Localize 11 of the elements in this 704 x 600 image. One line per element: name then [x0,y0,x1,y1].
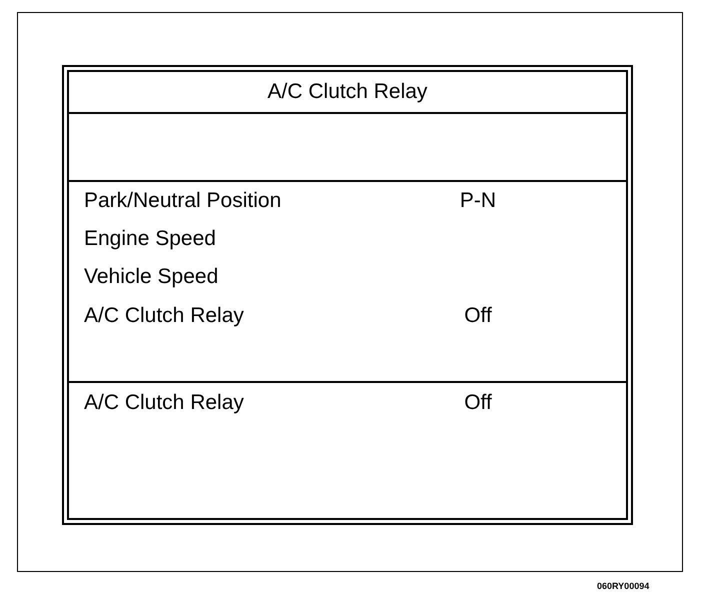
row-label: Park/Neutral Position [84,188,282,214]
row-label: Engine Speed [84,226,216,252]
row-value: P-N [460,188,496,214]
screen-title: A/C Clutch Relay [266,79,428,105]
figure-code: 060RY00094 [597,580,650,592]
row-label: Vehicle Speed [84,264,218,290]
row-label: A/C Clutch Relay [84,304,244,328]
row-value: Off [464,390,492,416]
scan-tool-screen [62,65,633,525]
row-value: Off [464,304,492,328]
row-label: A/C Clutch Relay [84,390,244,416]
